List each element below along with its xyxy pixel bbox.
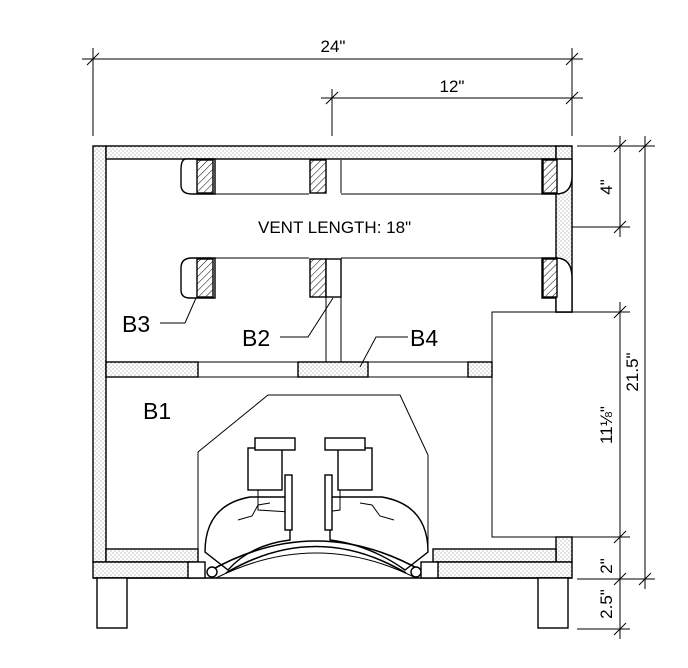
lower-right-spacer-block bbox=[542, 258, 558, 298]
right-magnet-cap bbox=[324, 437, 366, 451]
base-right-panel bbox=[436, 561, 573, 579]
driver-horn-assembly bbox=[187, 394, 439, 579]
bottom-left-inner-panel bbox=[105, 548, 199, 563]
inner-chamber-outline bbox=[491, 311, 556, 538]
left-driver-basket bbox=[204, 496, 291, 571]
half-width-label: 12" bbox=[440, 77, 465, 96]
b3-leader-line bbox=[160, 297, 197, 324]
vent-gap-label: 4" bbox=[597, 179, 616, 195]
right-lower-panel bbox=[555, 536, 573, 563]
left-side-panel bbox=[92, 145, 107, 563]
right-leg bbox=[537, 577, 569, 629]
dimension-base-thickness: 2" bbox=[577, 527, 630, 589]
upper-center-spacer-block bbox=[309, 159, 327, 194]
shelf-left-section bbox=[105, 361, 199, 378]
shelf-right-section bbox=[467, 361, 493, 378]
left-magnet bbox=[247, 447, 283, 491]
b4-label: B4 bbox=[410, 325, 438, 351]
base-left-panel bbox=[92, 561, 191, 579]
dimension-leg-height: 2.5" bbox=[577, 569, 630, 639]
overall-width-label: 24" bbox=[321, 37, 346, 56]
right-voice-coil bbox=[324, 474, 333, 531]
right-driver-flange bbox=[420, 561, 439, 579]
lower-vent-slot bbox=[180, 257, 573, 362]
b4-leader-line bbox=[359, 336, 408, 368]
dimension-inner-height: 11⅛" bbox=[560, 302, 630, 547]
overall-height-label: 21.5" bbox=[623, 352, 642, 391]
b3-label: B3 bbox=[122, 311, 150, 337]
leg-height-label: 2.5" bbox=[597, 589, 616, 619]
dimension-vent-gap: 4" bbox=[565, 136, 630, 237]
top-panel bbox=[105, 145, 557, 160]
b2-leader-line bbox=[280, 297, 334, 338]
lower-left-spacer-block bbox=[196, 258, 214, 298]
dimension-overall-height: 21.5" bbox=[577, 136, 655, 589]
driver-cone-arc-outer bbox=[207, 540, 425, 573]
inner-height-label: 11⅛" bbox=[597, 406, 616, 444]
upper-left-spacer-block bbox=[196, 159, 214, 194]
driver-cone-arc-inner bbox=[225, 545, 407, 574]
horn-outline bbox=[197, 394, 429, 549]
upper-vent-slot bbox=[180, 158, 573, 195]
base-thickness-label: 2" bbox=[597, 558, 616, 574]
lower-center-strip bbox=[325, 258, 342, 298]
left-magnet-cap bbox=[254, 437, 296, 451]
shelf-center-section bbox=[297, 361, 369, 378]
left-leg bbox=[96, 577, 128, 629]
left-voice-coil bbox=[284, 474, 293, 531]
dimension-half-width: 12" bbox=[321, 77, 583, 136]
bottom-right-inner-panel bbox=[432, 548, 557, 563]
dimension-overall-width: 24" bbox=[82, 37, 583, 136]
upper-right-spacer-block bbox=[542, 159, 558, 194]
lower-center-spacer-block bbox=[309, 258, 327, 298]
vent-length-label: VENT LENGTH: 18" bbox=[258, 218, 411, 237]
middle-shelf bbox=[105, 361, 493, 378]
b1-label: B1 bbox=[143, 398, 171, 424]
right-magnet bbox=[337, 447, 373, 491]
left-driver-flange bbox=[187, 561, 206, 579]
b2-label: B2 bbox=[242, 325, 270, 351]
